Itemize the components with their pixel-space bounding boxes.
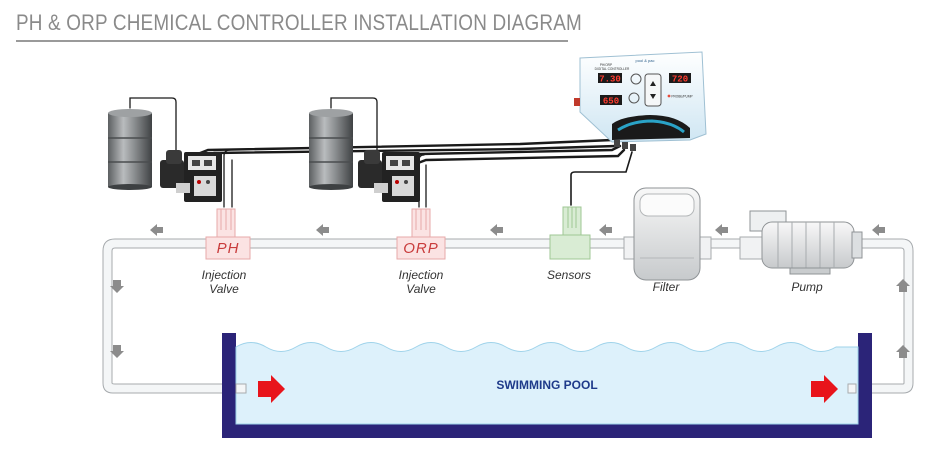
indicator-label: PROBE/PUMP (671, 95, 692, 99)
sensor-housing (549, 206, 591, 260)
ph-injection-label-1: Injection (202, 268, 247, 282)
ph-feed-line (223, 149, 231, 208)
pool-label: SWIMMING POOL (496, 378, 597, 392)
display-top-left (598, 73, 622, 83)
filter-unit (623, 187, 712, 281)
pipe-outline (102, 238, 914, 394)
status-led (667, 94, 671, 98)
arrow-left-icon (599, 224, 612, 236)
controller-window (612, 115, 690, 140)
down-button-icon (650, 94, 656, 99)
flow-arrow-out (811, 375, 838, 403)
controller-brand: pool & pac (636, 58, 655, 63)
ph-chemical-drum (108, 109, 152, 190)
orp-dosing-pump (358, 150, 420, 202)
display-bottom-left-value: 650 (603, 97, 619, 107)
orp-injection-label-1: Injection (399, 268, 444, 282)
up-button-icon (650, 81, 656, 86)
arrow-left-icon (490, 224, 503, 236)
keypad (644, 73, 662, 107)
arrow-left-icon (715, 224, 728, 236)
ph-tube-drum (129, 97, 177, 151)
pump-label: Pump (791, 280, 823, 294)
arrow-up-icon (896, 345, 910, 358)
filter-label: Filter (653, 280, 681, 294)
orp-injection-valve: ORP (396, 208, 446, 260)
swimming-pool: SWIMMING POOL (222, 333, 872, 438)
orp-chemical-drum (309, 109, 353, 190)
control-knob-icon (630, 73, 642, 85)
ph-dosing-pump (160, 150, 222, 202)
pipe-loop (102, 238, 914, 394)
ph-injection-label-2: Valve (209, 282, 239, 296)
controller-model-1: PH/ORP (600, 63, 612, 67)
display-top-right (669, 73, 691, 83)
display-top-left-value: 7.30 (599, 75, 621, 85)
arrow-down-icon (110, 280, 124, 293)
direction-arrows (110, 224, 910, 358)
sensors-label: Sensors (547, 268, 591, 282)
display-top-right-value: 720 (672, 75, 688, 85)
circulation-pump (739, 210, 863, 275)
sensor-cable (570, 151, 633, 206)
pool-water (235, 342, 859, 425)
controller-model-2: DIGITAL CONTROLLER (595, 67, 630, 71)
arrow-left-icon (872, 224, 885, 236)
pool-inlet-right (847, 383, 857, 394)
diagram-title: PH & ORP CHEMICAL CONTROLLER INSTALLATIO… (16, 10, 582, 35)
pool-basin (222, 333, 872, 438)
flow-arrow-in (258, 375, 285, 403)
orp-tube-drum (330, 97, 378, 151)
arrow-down-icon (110, 345, 124, 358)
ph-valve-label: PH (217, 240, 240, 257)
control-knob-icon (628, 92, 640, 104)
orp-valve-label: ORP (403, 240, 439, 257)
ph-injection-valve: PH (205, 208, 251, 260)
orp-injection-label-2: Valve (406, 282, 436, 296)
pool-inlet-left (235, 383, 247, 394)
display-bottom-left (600, 95, 622, 105)
arrow-left-icon (316, 224, 329, 236)
arrow-left-icon (150, 224, 163, 236)
title-underline (16, 40, 568, 42)
arrow-up-icon (896, 279, 910, 292)
digital-controller: pool & pac PH/ORP DIGITAL CONTROLLER 7.3… (574, 51, 707, 151)
